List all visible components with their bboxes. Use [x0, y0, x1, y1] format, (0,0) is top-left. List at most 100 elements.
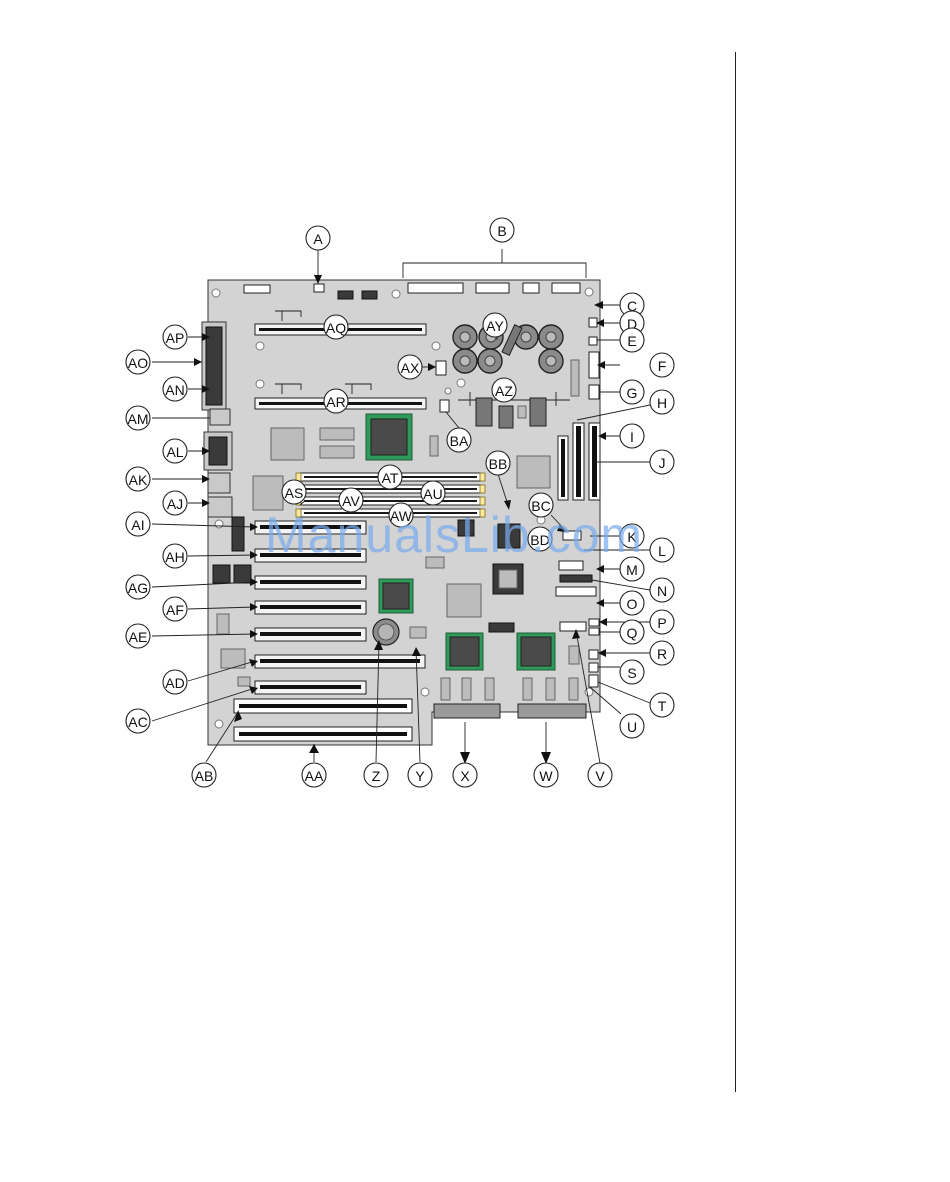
callout-p: P [650, 610, 674, 634]
callout-ae: AE [126, 624, 150, 648]
callout-aq: AQ [324, 315, 348, 339]
callout-t: T [650, 693, 674, 717]
callout-letter: AJ [167, 496, 183, 512]
callout-letter: AI [131, 517, 144, 533]
callout-letter: P [657, 615, 666, 631]
callout-bd: BD [528, 527, 552, 551]
callout-aj: AJ [163, 491, 187, 515]
callout-ad: AD [163, 670, 187, 694]
callout-ap: AP [163, 325, 187, 349]
callout-letter: F [658, 358, 667, 374]
callout-i: I [620, 424, 644, 448]
callout-j: J [650, 450, 674, 474]
callout-o: O [620, 591, 644, 615]
callout-ak: AK [126, 467, 150, 491]
callout-letter: AW [390, 508, 413, 524]
callout-letter: Y [415, 768, 425, 784]
callout-letter: AY [486, 318, 504, 334]
callout-letter: Q [627, 625, 638, 641]
callout-s: S [620, 660, 644, 684]
callout-letter: W [539, 768, 553, 784]
battery [373, 619, 399, 645]
callout-letter: V [595, 768, 605, 784]
callout-h: H [650, 390, 674, 414]
callout-a: A [306, 226, 330, 250]
callout-bc: BC [529, 493, 553, 517]
callout-letter: N [657, 583, 667, 599]
callout-az: AZ [492, 378, 516, 402]
callout-letter: BC [531, 498, 550, 514]
callout-letter: AZ [495, 383, 513, 399]
callout-letter: AE [129, 629, 148, 645]
callout-n: N [650, 578, 674, 602]
callout-ay: AY [483, 313, 507, 337]
callout-letter: AU [423, 486, 442, 502]
callout-m: M [620, 557, 644, 581]
callout-letter: G [627, 385, 638, 401]
callout-z: Z [364, 763, 388, 787]
callout-letter: BA [450, 433, 469, 449]
callout-b: B [490, 218, 514, 242]
callout-letter: AQ [326, 320, 346, 336]
callout-letter: AR [326, 394, 345, 410]
callout-letter: AF [166, 602, 184, 618]
callout-letter: AV [342, 493, 360, 509]
callout-letter: AM [128, 411, 149, 427]
callout-an: AN [163, 377, 187, 401]
callout-letter: J [659, 455, 666, 471]
callout-ar: AR [324, 389, 348, 413]
callout-letter: AT [382, 470, 399, 486]
callout-au: AU [421, 481, 445, 505]
callout-letter: AK [129, 472, 148, 488]
callout-w: W [534, 763, 558, 787]
callout-letter: S [627, 665, 636, 681]
callout-letter: AX [401, 360, 420, 376]
callout-letter: AO [128, 355, 148, 371]
callout-f: F [650, 353, 674, 377]
callout-ah: AH [163, 544, 187, 568]
callout-letter: B [497, 223, 506, 239]
callout-letter: AP [166, 330, 185, 346]
callout-letter: BD [530, 532, 549, 548]
callout-ac: AC [126, 709, 150, 733]
callout-ab: AB [192, 763, 216, 787]
callout-l: L [650, 538, 674, 562]
callout-letter: U [627, 719, 637, 735]
callout-letter: M [626, 562, 638, 578]
callout-letter: BB [489, 456, 508, 472]
callout-e: E [620, 328, 644, 352]
callout-aw: AW [389, 503, 413, 527]
callout-letter: R [657, 646, 667, 662]
callout-q: Q [620, 620, 644, 644]
callout-u: U [620, 714, 644, 738]
callout-letter: AB [195, 768, 214, 784]
callout-al: AL [163, 439, 187, 463]
callout-letter: AA [305, 768, 324, 784]
callout-v: V [588, 763, 612, 787]
callout-letter: AH [165, 549, 184, 565]
callout-letter: X [460, 768, 470, 784]
callout-r: R [650, 641, 674, 665]
callout-letter: AS [285, 485, 304, 501]
callout-letter: AL [166, 444, 183, 460]
callout-ax: AX [398, 355, 422, 379]
callout-letter: T [658, 698, 667, 714]
callout-letter: A [313, 231, 323, 247]
callout-letter: K [627, 529, 637, 545]
callout-letter: L [658, 543, 666, 559]
callout-as: AS [282, 480, 306, 504]
callout-bb: BB [486, 451, 510, 475]
callout-ao: AO [126, 350, 150, 374]
callout-letter: H [657, 395, 667, 411]
callout-letter: AG [128, 580, 148, 596]
callout-ai: AI [126, 512, 150, 536]
callout-aa: AA [302, 763, 326, 787]
callout-af: AF [163, 597, 187, 621]
callout-letter: Z [372, 768, 381, 784]
callout-letter: AC [128, 714, 147, 730]
callout-letter: I [630, 429, 634, 445]
callout-am: AM [126, 406, 150, 430]
callout-ba: BA [447, 428, 471, 452]
